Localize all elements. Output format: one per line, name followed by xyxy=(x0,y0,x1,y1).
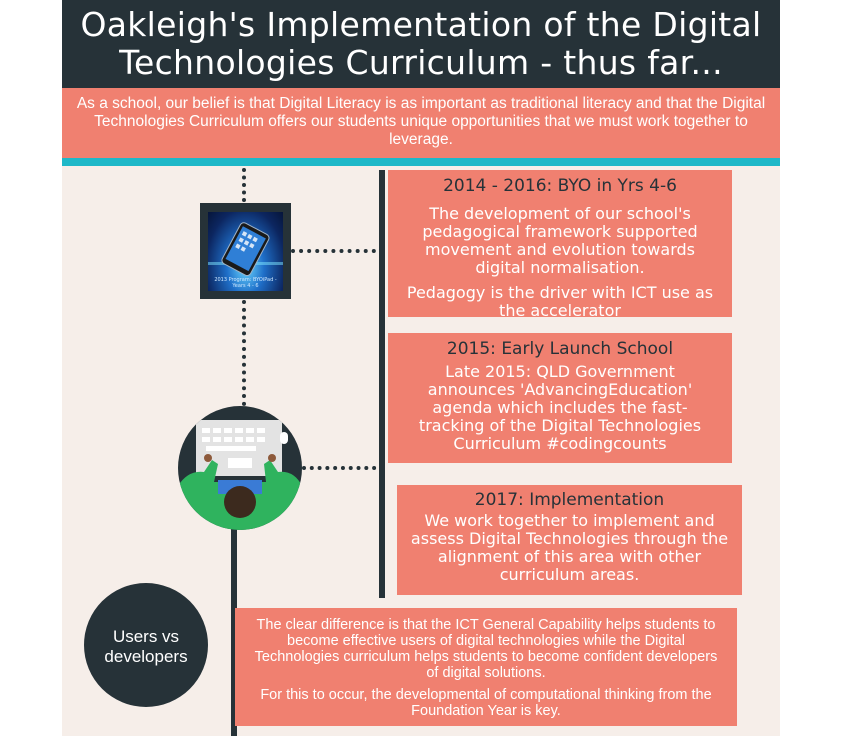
timeline-card-2017: 2017: Implementation We work together to… xyxy=(397,485,742,595)
intro-banner: As a school, our belief is that Digital … xyxy=(62,88,780,158)
users-vs-developers-label: Users vs developers xyxy=(84,627,208,667)
users-vs-developers-card: The clear difference is that the ICT Gen… xyxy=(235,608,737,726)
laptop-user-icon xyxy=(178,406,302,530)
card-body-2: Pedagogy is the driver with ICT use as t… xyxy=(406,283,714,320)
card-body: We work together to implement and assess… xyxy=(410,511,729,584)
page-title: Oakleigh's Implementation of the Digital… xyxy=(62,6,780,82)
title-line-1: Oakleigh's Implementation of the Digital xyxy=(80,5,762,44)
intro-text: As a school, our belief is that Digital … xyxy=(76,95,766,148)
card-heading: 2014 - 2016: BYO in Yrs 4-6 xyxy=(443,176,677,196)
card-body: The development of our school's pedagogi… xyxy=(422,204,698,277)
label-line-2: developers xyxy=(104,647,188,666)
dotted-connector xyxy=(302,466,384,470)
infographic-poster: Oakleigh's Implementation of the Digital… xyxy=(62,0,780,736)
timeline-line xyxy=(231,528,237,736)
timeline-card-2014: 2014 - 2016: BYO in Yrs 4-6 The developm… xyxy=(388,170,732,320)
timeline-line xyxy=(379,170,385,598)
card-body: The clear difference is that the ICT Gen… xyxy=(254,617,718,681)
timeline-card-2015: 2015: Early Launch School Late 2015: QLD… xyxy=(388,333,732,463)
card-heading: 2015: Early Launch School xyxy=(446,339,674,359)
card-heading: 2017: Implementation xyxy=(474,490,665,510)
title-line-2: Technologies Curriculum - thus far... xyxy=(119,43,723,82)
label-line-1: Users vs xyxy=(112,627,180,646)
tablet-photo-frame: 2013 Program: BYOiPad - Years 4 - 6 xyxy=(200,203,291,299)
photo-caption: 2013 Program: BYOiPad - Years 4 - 6 xyxy=(214,277,277,289)
users-vs-developers-badge: Users vs developers xyxy=(84,583,208,707)
tablet-photo-icon: 2013 Program: BYOiPad - Years 4 - 6 xyxy=(208,212,283,291)
title-bar: Oakleigh's Implementation of the Digital… xyxy=(62,0,780,88)
teal-divider xyxy=(62,158,780,166)
dotted-connector xyxy=(242,300,246,406)
card-body-2: For this to occur, the developmental of … xyxy=(260,687,712,719)
dotted-connector xyxy=(291,249,384,253)
dotted-connector xyxy=(242,168,246,202)
card-body: Late 2015: QLD Government announces 'Adv… xyxy=(418,362,702,453)
